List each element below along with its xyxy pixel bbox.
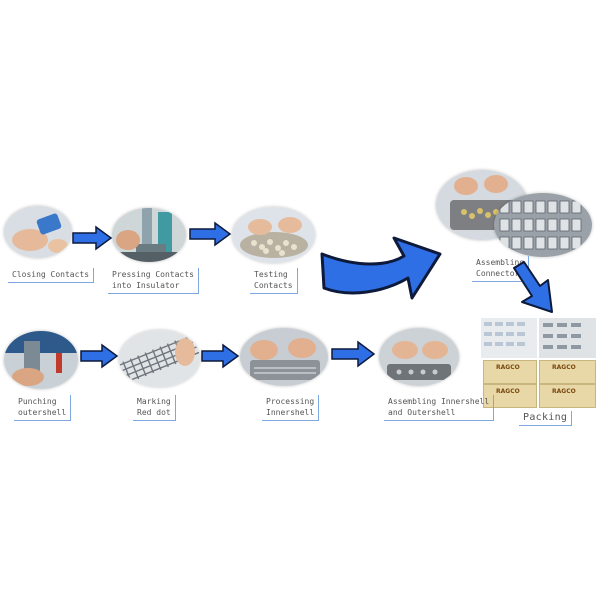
photo-punching-outershell xyxy=(4,331,78,389)
right-arrow-icon xyxy=(331,340,376,368)
package-box: RAGCO xyxy=(539,360,596,384)
package-brand-text: RAGCO xyxy=(496,388,520,395)
curved-arrow-icon xyxy=(320,232,442,308)
right-arrow-icon xyxy=(201,343,240,369)
packing-labels-strip-right xyxy=(539,318,596,358)
down-arrow-icon xyxy=(510,261,556,314)
step-label-testing-contacts: Testing Contacts xyxy=(250,268,298,294)
package-brand-text: RAGCO xyxy=(552,388,576,395)
step-label-processing-innershell: Processing Innershell xyxy=(262,395,320,421)
step-label-marking-red-dot: Marking Red dot xyxy=(133,395,176,421)
photo-connector-tray xyxy=(494,193,592,257)
step-label-punching-outershell: Punching outershell xyxy=(14,395,72,421)
package-box: RAGCO xyxy=(483,384,537,408)
photo-testing-contacts xyxy=(232,207,315,263)
packing-labels-strip-left xyxy=(481,318,537,358)
step-label-packing: Packing xyxy=(519,411,573,426)
step-label-closing-contacts: Closing Contacts xyxy=(8,268,95,283)
photo-pressing-contacts xyxy=(112,208,186,262)
package-box: RAGCO xyxy=(539,384,596,408)
package-box: RAGCO xyxy=(483,360,537,384)
step-label-pressing-contacts: Pressing Contacts into Insulator xyxy=(108,268,199,294)
photo-packing: RAGCO RAGCO RAGCO RAGCO xyxy=(481,318,596,408)
package-brand-text: RAGCO xyxy=(496,364,520,371)
right-arrow-icon xyxy=(189,221,232,247)
photo-assembling-inner-outer xyxy=(379,328,459,386)
package-brand-text: RAGCO xyxy=(552,364,576,371)
right-arrow-icon xyxy=(72,225,113,251)
right-arrow-icon xyxy=(80,343,119,369)
photo-closing-contacts xyxy=(4,206,72,258)
photo-marking-red-dot xyxy=(119,330,200,387)
photo-processing-innershell xyxy=(240,328,328,386)
step-label-assembling-inner-outer: Assembling Innershell and Outershell xyxy=(384,395,495,421)
